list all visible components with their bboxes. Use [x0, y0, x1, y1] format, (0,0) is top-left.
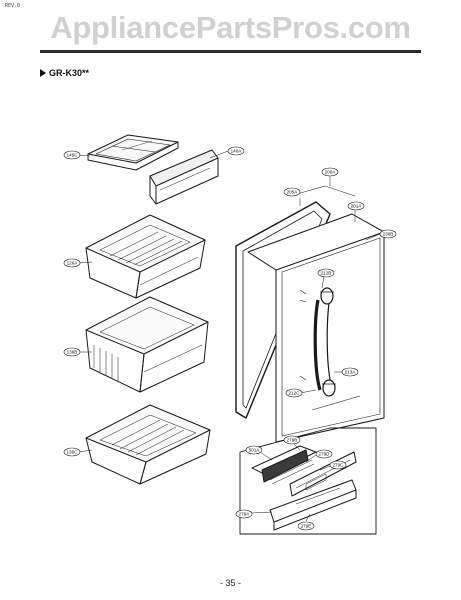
watermark-logo: AppliancePartsPros.com — [50, 10, 411, 45]
svg-text:212B: 212B — [321, 271, 332, 276]
svg-text:136C: 136C — [67, 450, 79, 455]
svg-text:212C: 212C — [289, 391, 301, 396]
dispenser-detail-box — [239, 427, 377, 535]
drawer-126a — [85, 214, 206, 299]
svg-text:279C: 279C — [333, 463, 345, 468]
drawer-136b — [85, 296, 209, 393]
callout-279d: 279D — [315, 449, 333, 459]
svg-text:140A: 140A — [231, 149, 243, 154]
leader-lines — [77, 150, 381, 522]
header-rule — [40, 50, 421, 53]
svg-text:201A: 201A — [351, 204, 363, 209]
callout-126a: 126A — [63, 258, 81, 268]
callout-140a: 140A — [227, 146, 245, 156]
door-handle — [299, 287, 361, 411]
callout-200a: 200A — [321, 167, 339, 177]
svg-text:279A: 279A — [239, 512, 251, 517]
callout-136c: 136C — [63, 447, 81, 457]
callout-213a: 213A — [341, 367, 359, 377]
callout-279c: 279C — [329, 460, 347, 470]
callout-279b: 279B — [283, 435, 301, 445]
page-number: - 35 - — [219, 578, 241, 588]
svg-text:279E: 279E — [301, 524, 312, 529]
callout-205a: 205A — [283, 187, 301, 197]
callout-212c: 212C — [285, 388, 303, 398]
svg-text:213A: 213A — [345, 370, 357, 375]
callout-212b: 212B — [317, 268, 335, 278]
triangle-bullet-icon — [40, 69, 46, 77]
svg-text:230B: 230B — [383, 232, 394, 237]
corner-mark: REV.0 — [5, 3, 21, 9]
callout-279e: 279E — [297, 521, 315, 531]
svg-text:205A: 205A — [287, 190, 299, 195]
svg-text:501A: 501A — [249, 448, 261, 453]
callout-201a: 201A — [347, 201, 365, 211]
svg-text:200A: 200A — [325, 170, 337, 175]
model-label: GR-K30** — [49, 68, 90, 78]
svg-text:146C: 146C — [67, 153, 79, 158]
drawer-136c — [85, 404, 211, 485]
svg-text:279D: 279D — [319, 452, 331, 457]
callout-279a: 279A — [235, 509, 253, 519]
callout-136b: 136B — [63, 347, 81, 357]
svg-text:279B: 279B — [287, 438, 298, 443]
svg-text:126A: 126A — [67, 261, 79, 266]
callout-230b: 230B — [379, 229, 397, 239]
callout-501a: 501A — [245, 445, 263, 455]
callout-146c: 146C — [63, 150, 81, 160]
model-heading: GR-K30** — [40, 68, 89, 78]
cover-140a — [149, 149, 219, 205]
shelf-146c — [87, 134, 179, 171]
svg-text:136B: 136B — [67, 350, 78, 355]
